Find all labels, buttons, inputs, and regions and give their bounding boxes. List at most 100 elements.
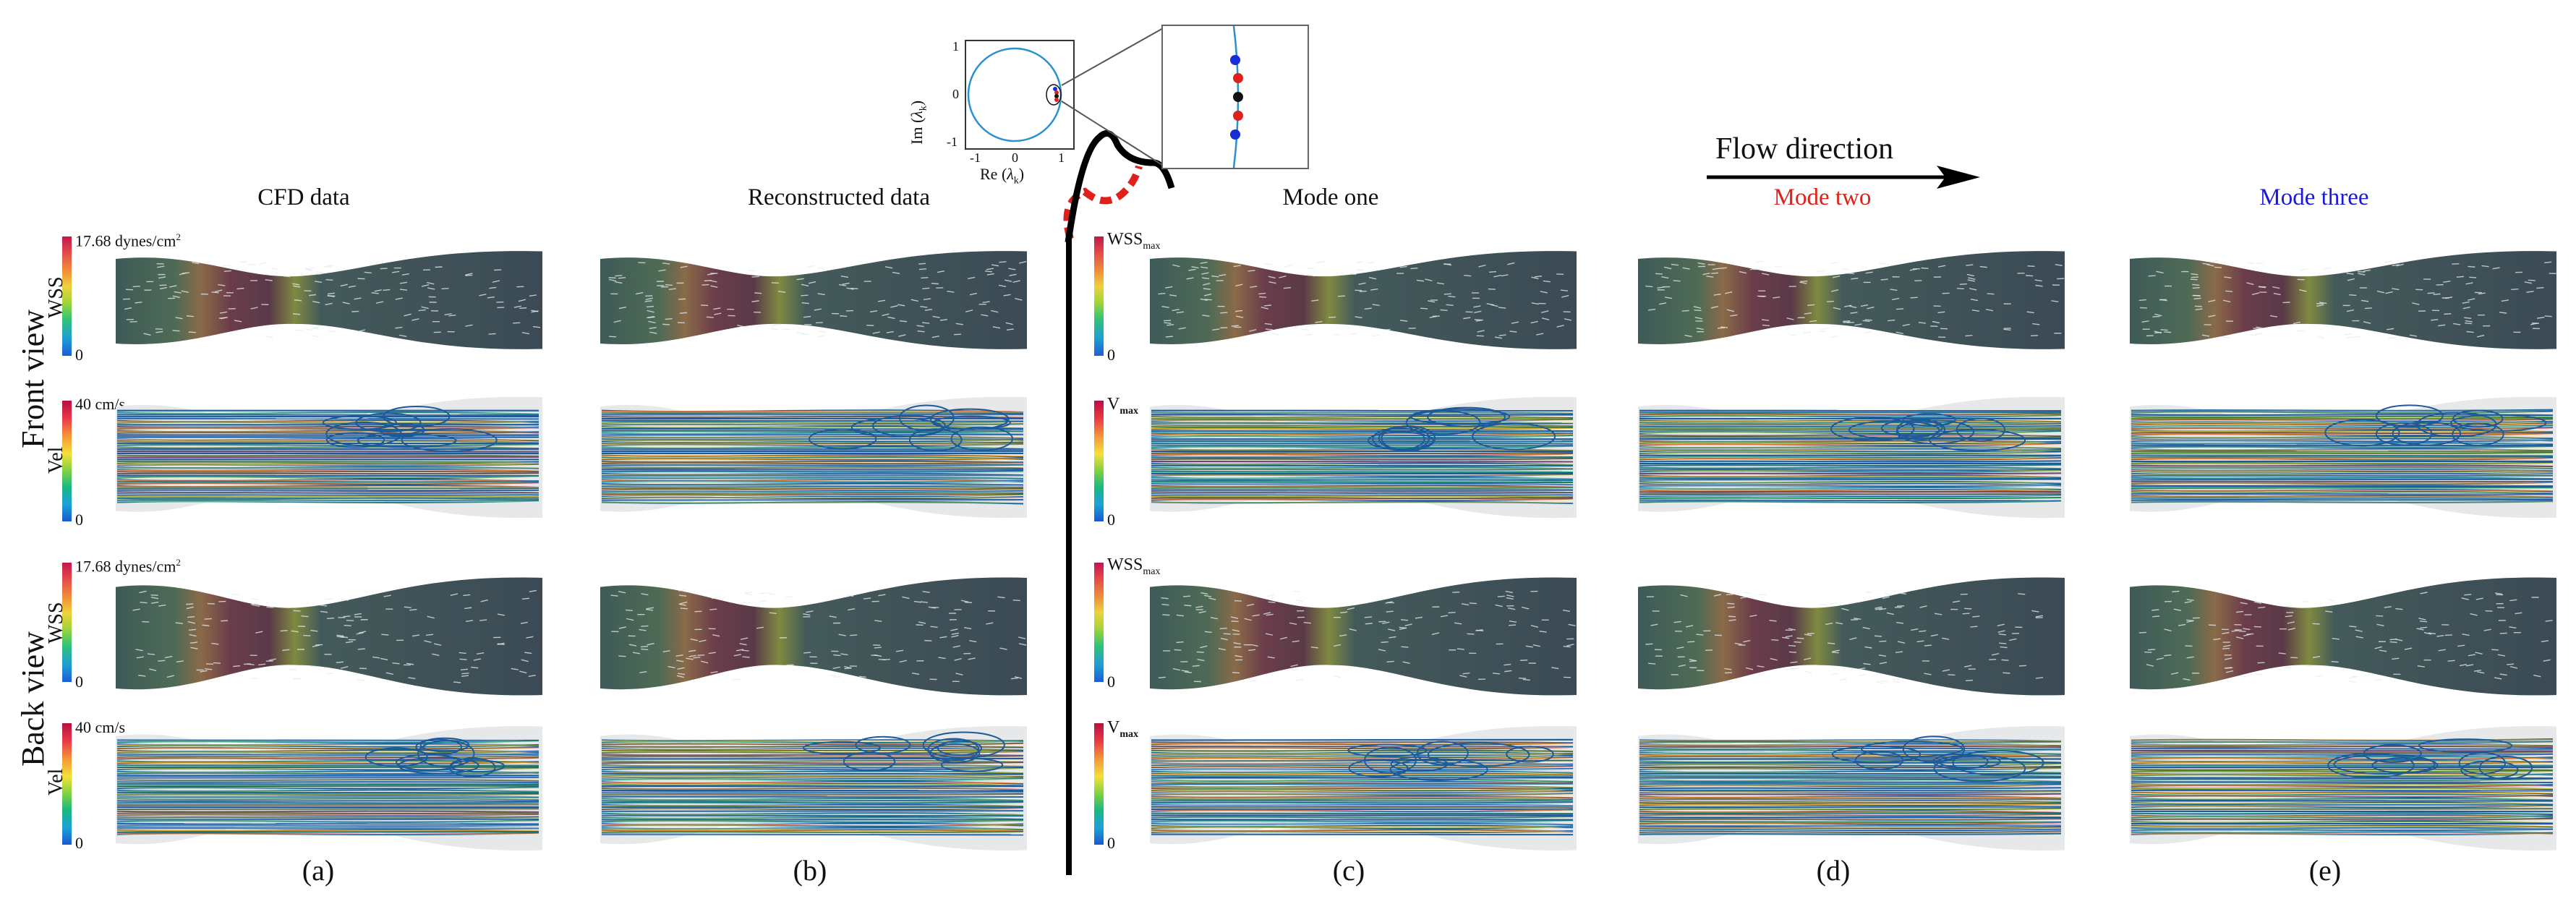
eigenvalue-dot xyxy=(1053,87,1057,91)
shear-vector xyxy=(202,624,210,627)
shear-vector xyxy=(1896,308,1904,310)
shear-vector xyxy=(1862,626,1870,630)
streamline xyxy=(1151,775,1574,778)
shear-vector xyxy=(2347,336,2355,338)
shear-vector xyxy=(1860,304,1869,307)
streamline xyxy=(2131,456,2554,459)
shear-vector xyxy=(1897,641,1906,644)
shear-vector xyxy=(845,594,854,597)
shear-vector xyxy=(427,615,435,619)
shear-vector xyxy=(1469,602,1477,605)
shear-vector xyxy=(1252,614,1260,617)
streamline xyxy=(601,739,1024,742)
shear-vector xyxy=(1749,614,1757,618)
shear-vector xyxy=(1197,658,1205,662)
shear-vector xyxy=(2478,292,2486,295)
streamline xyxy=(1639,783,2062,788)
streamline xyxy=(116,420,539,424)
shear-vector xyxy=(2223,644,2231,647)
shear-vector xyxy=(1902,323,1910,327)
shear-vector xyxy=(2417,665,2425,668)
streamline xyxy=(1151,765,1574,769)
shear-vector xyxy=(1681,310,1689,312)
shear-vector xyxy=(814,308,822,311)
shear-vector xyxy=(1561,294,1569,298)
streamline xyxy=(1151,415,1574,419)
shear-vector xyxy=(357,678,364,681)
streamline xyxy=(2131,466,2554,469)
shear-vector xyxy=(803,652,811,654)
shear-vector xyxy=(306,328,314,331)
streamline xyxy=(1639,469,2062,473)
streamline xyxy=(1151,422,1574,425)
shear-vector xyxy=(308,294,316,297)
streamline xyxy=(2131,745,2554,749)
shear-vector xyxy=(186,603,194,605)
shear-vector xyxy=(1212,328,1220,331)
recirculation-loop xyxy=(1929,429,2026,452)
streamline xyxy=(601,464,1024,467)
shear-vector xyxy=(328,330,336,333)
shear-vector xyxy=(1520,659,1528,661)
shear-vector xyxy=(1788,644,1796,647)
shear-vector xyxy=(432,653,440,656)
shear-vector xyxy=(1271,333,1279,336)
shear-vector xyxy=(1742,592,1751,594)
shear-vector xyxy=(1998,633,2006,636)
shear-vector xyxy=(2543,659,2551,662)
vel-zero-label: 0 xyxy=(75,834,83,852)
shear-vector xyxy=(383,289,391,291)
shear-vector xyxy=(737,324,745,328)
shear-vector xyxy=(2316,304,2324,307)
streamline xyxy=(2131,490,2554,495)
shear-vector xyxy=(1970,626,1978,628)
shear-vector xyxy=(477,652,485,654)
shear-vector xyxy=(392,270,400,273)
shear-vector xyxy=(884,266,893,269)
shear-vector xyxy=(215,289,223,293)
streamline xyxy=(2131,783,2554,788)
shear-vector xyxy=(2537,316,2545,319)
shear-vector xyxy=(136,656,144,659)
streamline xyxy=(601,747,1024,751)
shear-vector xyxy=(2027,265,2035,268)
shear-vector xyxy=(965,310,973,312)
shear-vector xyxy=(1249,329,1257,332)
shear-vector xyxy=(2453,323,2461,325)
shear-vector xyxy=(292,313,301,315)
shear-vector xyxy=(1204,299,1212,301)
streamline xyxy=(1151,479,1574,482)
shear-vector xyxy=(1831,262,1839,265)
streamline xyxy=(116,785,539,788)
streamline xyxy=(2131,442,2554,445)
streamline xyxy=(116,498,539,501)
streamline xyxy=(2131,445,2554,448)
shear-vector xyxy=(1964,607,1972,610)
shear-vector xyxy=(1493,673,1501,675)
streamline xyxy=(1151,412,1574,414)
recirculation-loop xyxy=(1860,741,1963,758)
shear-vector xyxy=(219,311,228,314)
streamline xyxy=(1639,484,2062,487)
shear-vector xyxy=(2035,615,2044,618)
streamline xyxy=(1151,417,1574,420)
shear-vector xyxy=(247,663,255,666)
streamline xyxy=(601,801,1024,804)
shear-vector xyxy=(1416,279,1424,282)
recirculation-loop xyxy=(922,731,1005,759)
shear-vector xyxy=(1830,289,1839,292)
row-label-front: Front view xyxy=(15,310,51,448)
streamline xyxy=(2131,803,2554,807)
streamline xyxy=(1639,477,2062,480)
streamline xyxy=(116,803,539,806)
shear-vector xyxy=(174,291,182,294)
shear-vector xyxy=(1930,634,1938,637)
shear-vector xyxy=(1522,606,1530,610)
shear-vector xyxy=(991,264,999,267)
streamline xyxy=(1639,798,2062,801)
vel-zero-label: 0 xyxy=(1107,511,1115,529)
shear-vector xyxy=(712,596,720,600)
shear-vector xyxy=(1182,595,1191,597)
shear-vector xyxy=(1333,644,1342,647)
recirculation-loop xyxy=(325,421,402,447)
